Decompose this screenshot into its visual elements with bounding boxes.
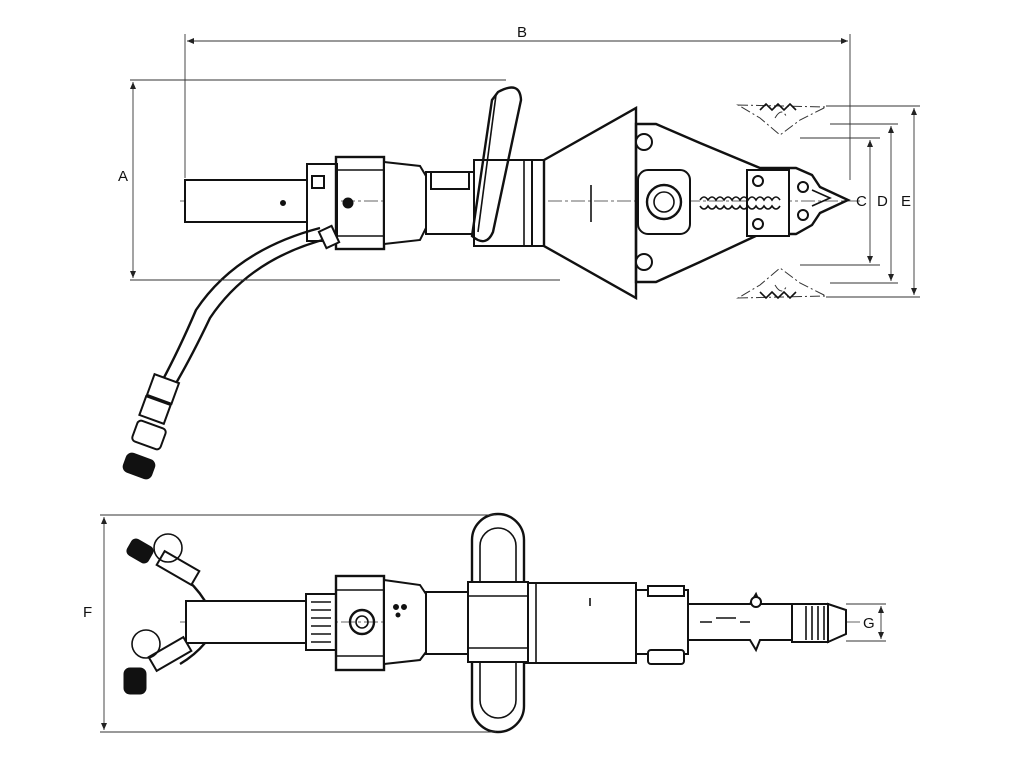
plan-cylinder-body — [523, 582, 637, 664]
carry-handle — [470, 86, 523, 243]
housing-bolt-lower — [635, 253, 653, 271]
hydraulic-hose — [170, 236, 331, 391]
dimension-label-c: C — [856, 193, 867, 210]
plan-cap-loop-lower — [131, 629, 161, 659]
dimension-label-a: A — [118, 168, 128, 185]
side-view: A B C D E — [118, 24, 920, 480]
open-jaw-upper — [736, 104, 827, 136]
open-jaw-lower — [736, 267, 827, 299]
housing-bolt-upper — [635, 133, 653, 151]
plan-jaw-base — [635, 589, 689, 655]
blade-serration-lower — [699, 204, 781, 210]
plan-pivot-nut — [647, 649, 685, 665]
valve-shoulder — [383, 160, 427, 246]
valve-port — [342, 197, 354, 209]
handle-pin — [280, 200, 286, 206]
pivot-block — [637, 169, 691, 235]
blade-serration-upper — [699, 196, 781, 202]
cone-collar — [531, 159, 545, 247]
dimension-label-b: B — [517, 24, 527, 41]
hose-fitting — [145, 372, 181, 406]
plan-valve-knob — [348, 608, 376, 636]
plan-cylinder-rear — [425, 591, 475, 655]
plan-coupler-lower — [123, 667, 147, 695]
shroud-cone — [542, 105, 638, 301]
plan-tip-shank — [791, 603, 829, 643]
plan-hose-lower — [179, 642, 206, 666]
dimension-label-f: F — [83, 604, 92, 621]
plan-rear-handle-tube — [185, 600, 307, 644]
dimension-label-g: G — [863, 615, 875, 632]
cylinder-slot — [430, 171, 470, 190]
hose-dust-cap — [122, 452, 156, 480]
plan-view: F G — [83, 512, 886, 734]
hose-coupler — [131, 419, 167, 451]
jaw-housing — [634, 122, 851, 284]
cylinder-body — [473, 159, 533, 247]
plan-coupler-upper — [126, 538, 154, 564]
pivot-bolt — [645, 183, 683, 221]
plan-tip — [827, 602, 847, 644]
dimension-label-d: D — [877, 193, 888, 210]
plan-handle-clamp — [467, 581, 529, 663]
dimension-label-e: E — [901, 193, 911, 210]
valve-knob — [311, 175, 325, 189]
plan-cap-loop-upper — [153, 533, 183, 563]
rear-handle-tube — [184, 179, 308, 223]
